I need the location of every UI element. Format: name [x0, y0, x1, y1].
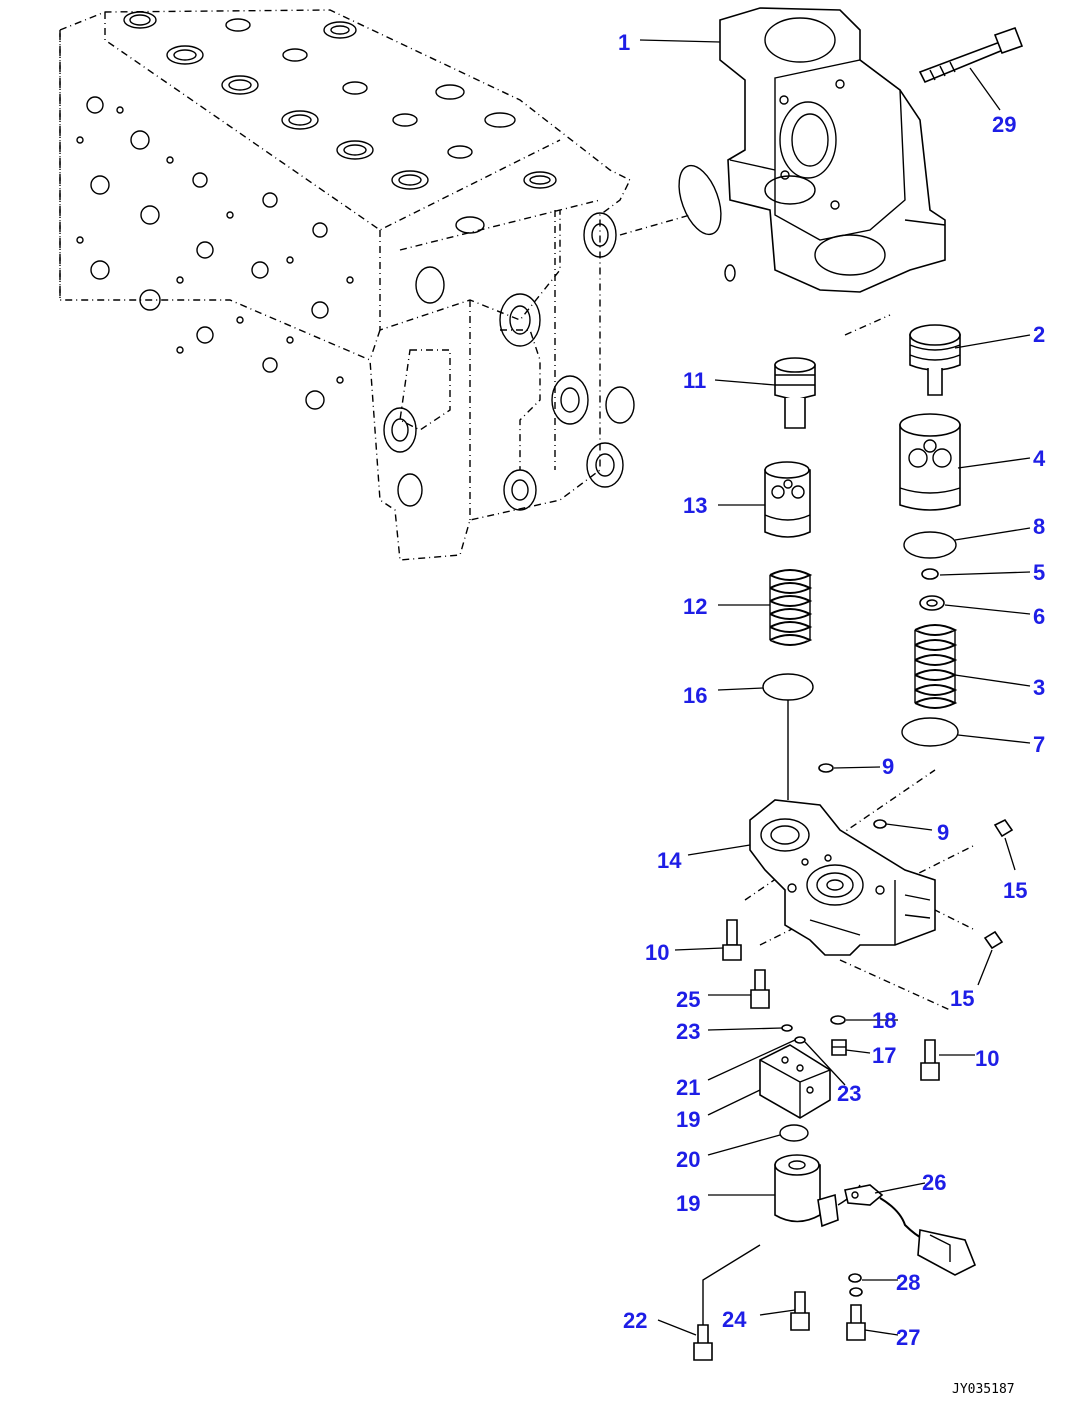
o-ring-cover: [678, 164, 722, 236]
callout-21: 21: [676, 1075, 700, 1100]
callout-labels: 1 2 3 4 5 6 7 8 9 9 10 10 11 12 13 14 15…: [618, 30, 1046, 1350]
part-19-solenoid: [774, 1154, 861, 1228]
part-23-o-ring-a: [781, 1024, 793, 1032]
callout-19a: 19: [676, 1107, 700, 1132]
callout-18: 18: [872, 1008, 896, 1033]
part-7-o-ring: [901, 717, 959, 747]
part-13-sleeve: [764, 461, 811, 538]
part-2-spool: [909, 324, 961, 396]
part-25-bolt: [750, 969, 770, 1009]
callout-15b: 15: [950, 986, 974, 1011]
part-5-ring: [921, 568, 939, 580]
callout-24: 24: [722, 1307, 747, 1332]
part-11-plug: [774, 357, 816, 429]
part-29-bolt: [918, 26, 1024, 84]
callout-22: 22: [623, 1308, 647, 1333]
callout-3: 3: [1033, 675, 1045, 700]
part-3-spring: [914, 624, 958, 709]
callout-23a: 23: [676, 1019, 700, 1044]
callout-10b: 10: [975, 1046, 999, 1071]
callout-26: 26: [922, 1170, 946, 1195]
part-15-plug-a: [993, 818, 1014, 838]
part-19-block: [759, 1044, 831, 1119]
callout-20: 20: [676, 1147, 700, 1172]
callout-13: 13: [683, 493, 707, 518]
part-17-plug: [831, 1039, 847, 1056]
part-9-o-ring-a: [818, 763, 834, 773]
part-27-bolt: [846, 1304, 866, 1341]
callout-6: 6: [1033, 604, 1045, 629]
callout-28: 28: [896, 1270, 920, 1295]
callout-29: 29: [992, 112, 1016, 137]
part-10-bolt-b: [920, 1039, 940, 1081]
part-16-o-ring: [762, 673, 814, 701]
callout-15a: 15: [1003, 878, 1027, 903]
part-6-retainer: [919, 595, 945, 611]
callout-25: 25: [676, 987, 700, 1012]
part-4-sleeve: [899, 413, 961, 511]
callout-12: 12: [683, 594, 707, 619]
callout-7: 7: [1033, 732, 1045, 757]
control-valve-body-phantom: [59, 9, 635, 561]
part-24-bolt: [790, 1291, 810, 1331]
part-26-connector-harness: [844, 1184, 977, 1276]
callout-27: 27: [896, 1325, 920, 1350]
leader-lines: [639, 39, 1031, 1336]
callout-11: 11: [683, 368, 706, 393]
callout-2: 2: [1033, 322, 1045, 347]
callout-9a: 9: [882, 754, 894, 779]
part-1-cover-housing: [719, 7, 946, 293]
callout-14: 14: [657, 848, 682, 873]
callout-1: 1: [618, 30, 630, 55]
part-12-spring: [769, 569, 813, 646]
part-14-lower-body: [749, 799, 936, 956]
part-18-o-ring: [830, 1015, 846, 1025]
part-10-bolt-a: [722, 919, 742, 961]
part-20-o-ring: [779, 1124, 809, 1142]
small-o-ring-cover: [724, 264, 736, 282]
callout-16: 16: [683, 683, 707, 708]
callout-5: 5: [1033, 560, 1045, 585]
callout-4: 4: [1033, 446, 1046, 471]
callout-10a: 10: [645, 940, 669, 965]
part-9-o-ring-b: [873, 819, 887, 829]
part-8-o-ring: [903, 531, 957, 559]
callout-9b: 9: [937, 820, 949, 845]
callout-8: 8: [1033, 514, 1045, 539]
callout-19b: 19: [676, 1191, 700, 1216]
part-15-plug-b: [983, 930, 1004, 950]
callout-23b: 23: [837, 1081, 861, 1106]
part-28-washer: [848, 1273, 863, 1297]
drawing-number: JY035187: [952, 1382, 1015, 1397]
callout-17: 17: [872, 1043, 896, 1068]
part-23-o-ring-b: [794, 1036, 806, 1044]
part-22-bolt: [693, 1244, 761, 1361]
